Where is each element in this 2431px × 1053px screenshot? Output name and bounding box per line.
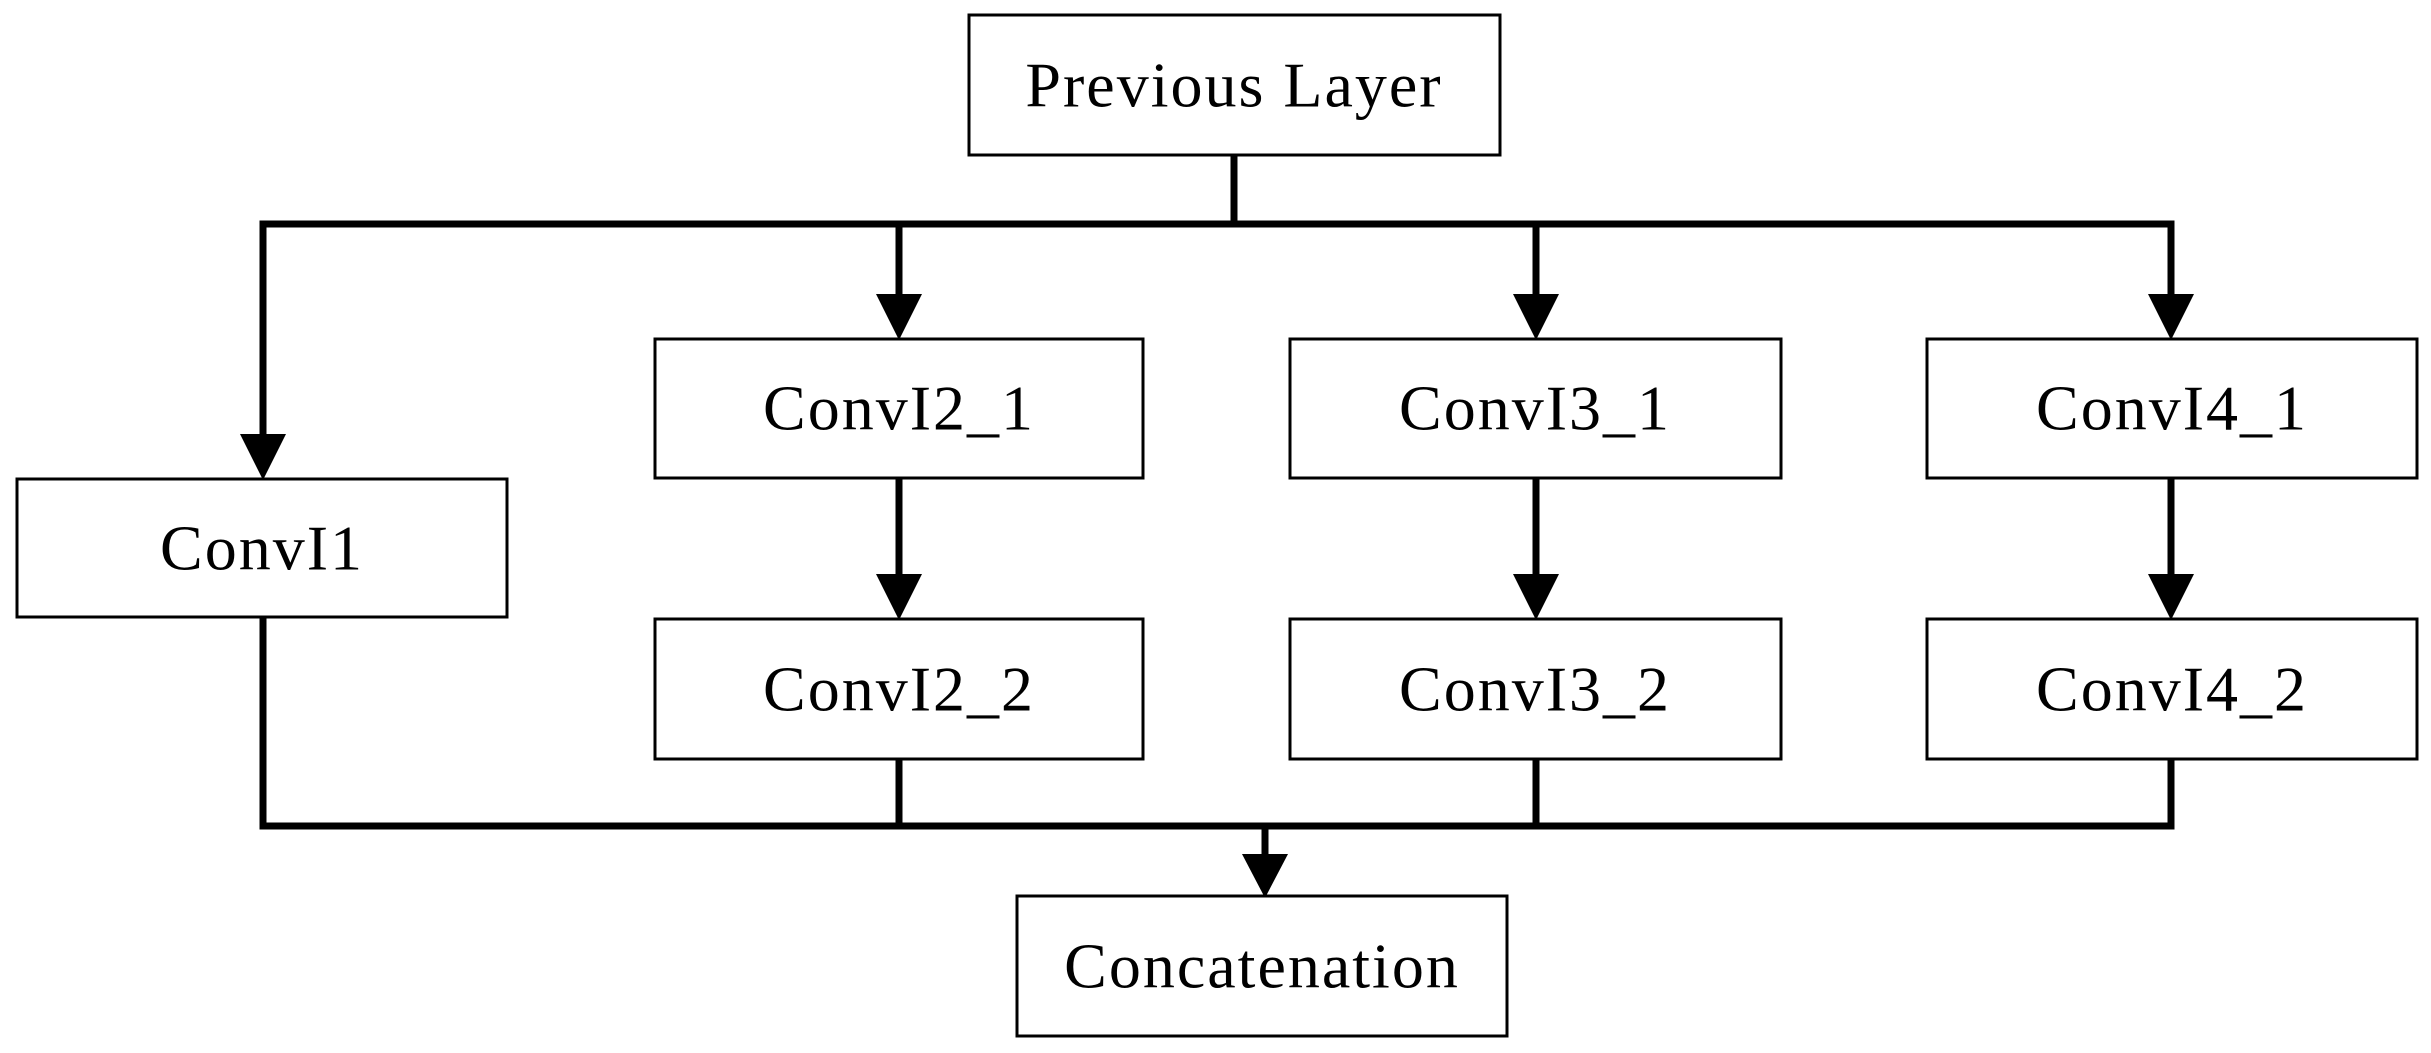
- arrowhead-conv3-2: [1513, 574, 1559, 620]
- node-conv4-1-label: ConvI4_1: [2036, 373, 2308, 444]
- node-conv2-1: ConvI2_1: [653, 337, 1145, 480]
- node-concatenation: Concatenation: [1015, 894, 1509, 1038]
- node-concatenation-label: Concatenation: [1064, 931, 1460, 1002]
- connectors: [259, 152, 2175, 862]
- arrowhead-conv4-2: [2148, 574, 2194, 620]
- arrowhead-conv4-1: [2148, 294, 2194, 340]
- node-conv3-1: ConvI3_1: [1288, 337, 1783, 480]
- node-conv4-1: ConvI4_1: [1925, 337, 2419, 480]
- arrowhead-conv1: [240, 434, 286, 480]
- node-conv2-2-label: ConvI2_2: [763, 654, 1035, 725]
- node-conv3-2: ConvI3_2: [1288, 617, 1783, 761]
- node-conv2-1-label: ConvI2_1: [763, 373, 1035, 444]
- arrowhead-conv2-1: [876, 294, 922, 340]
- node-conv1-label: ConvI1: [160, 513, 364, 584]
- node-previous-layer-label: Previous Layer: [1025, 50, 1442, 121]
- node-conv3-2-label: ConvI3_2: [1399, 654, 1671, 725]
- arrowhead-concatenation: [1242, 854, 1288, 898]
- arrowhead-conv2-2: [876, 574, 922, 620]
- node-conv2-2: ConvI2_2: [653, 617, 1145, 761]
- arrowheads: [240, 294, 2194, 898]
- arrowhead-conv3-1: [1513, 294, 1559, 340]
- node-conv4-2: ConvI4_2: [1925, 617, 2419, 761]
- node-conv3-1-label: ConvI3_1: [1399, 373, 1671, 444]
- node-previous-layer: Previous Layer: [967, 13, 1502, 157]
- node-conv1: ConvI1: [15, 477, 509, 619]
- node-conv4-2-label: ConvI4_2: [2036, 654, 2308, 725]
